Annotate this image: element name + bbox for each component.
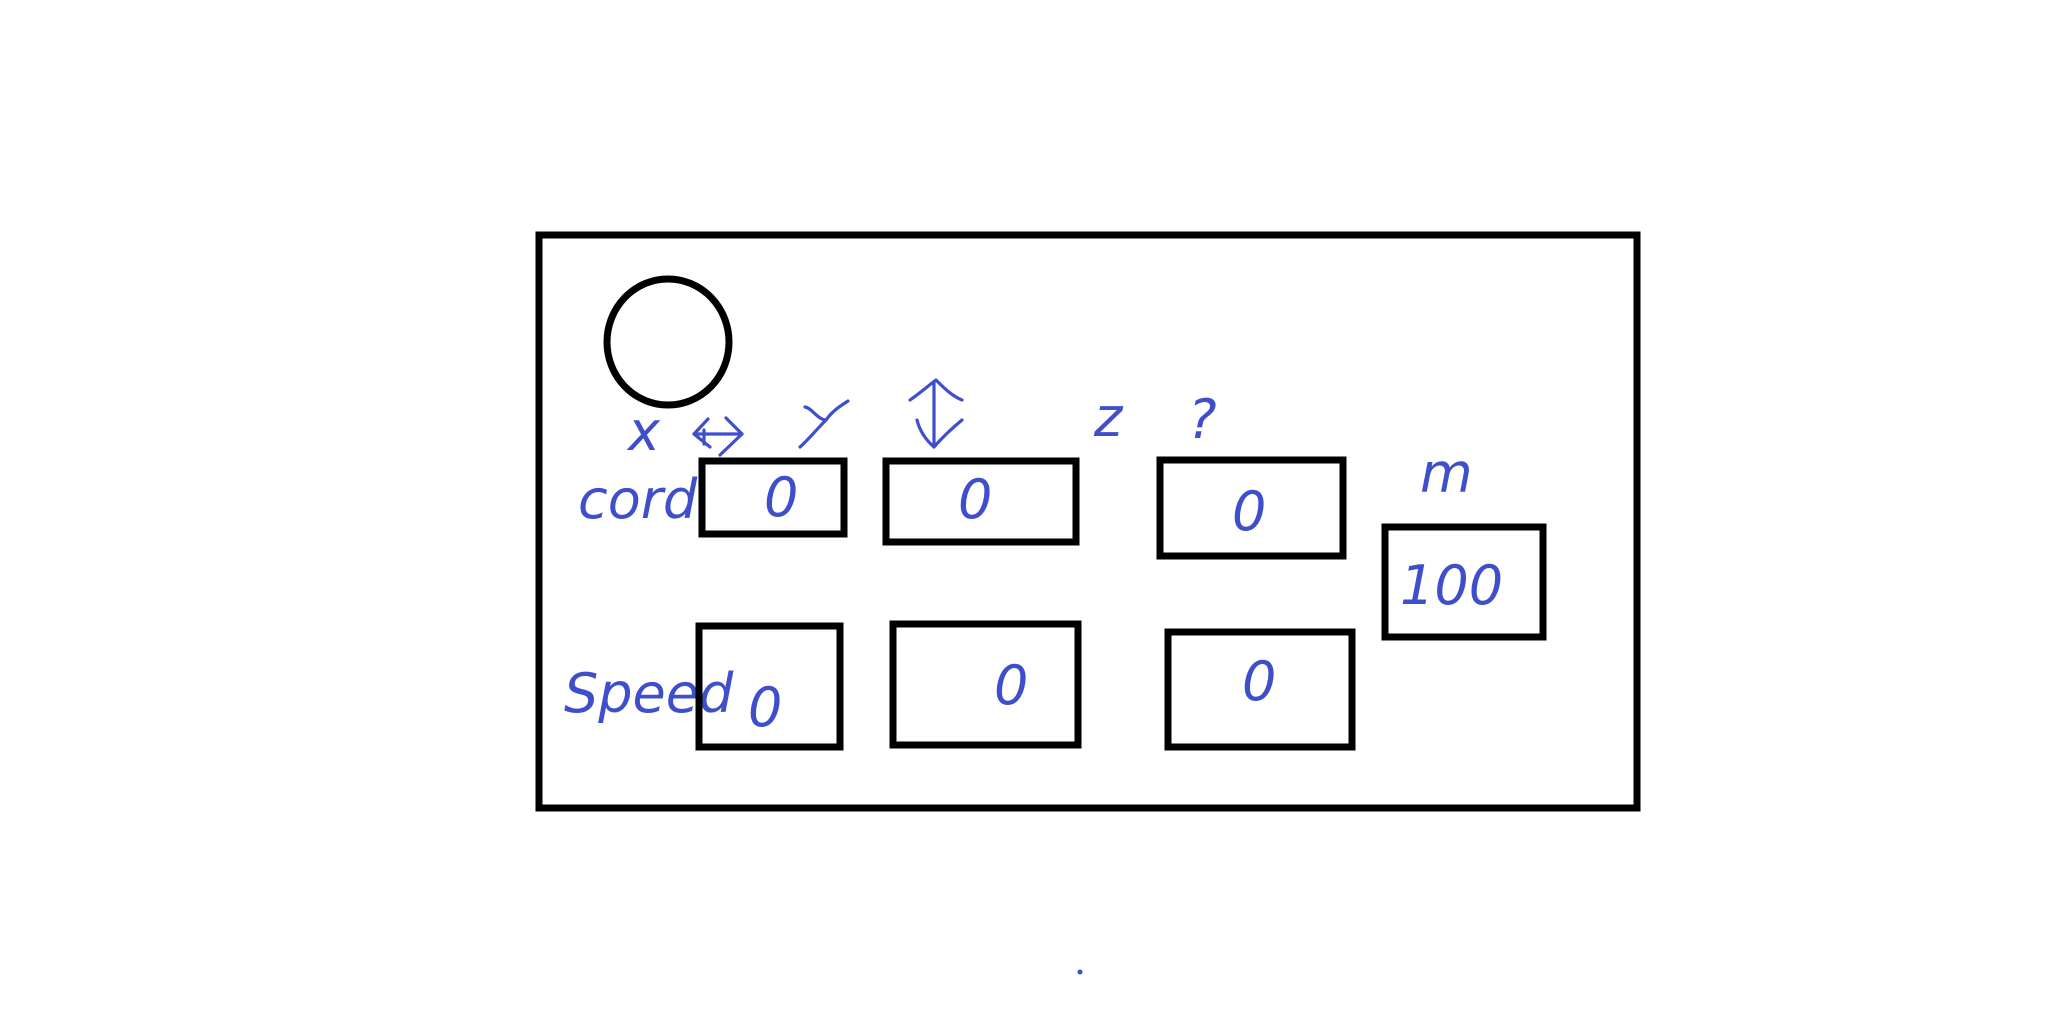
cord-y-value: 0 [958, 468, 992, 531]
speed-x-value: 0 [748, 676, 782, 739]
mass-label: m [1420, 442, 1473, 505]
stray-dot [1077, 969, 1083, 975]
cord-x-field[interactable]: 0 [698, 457, 848, 538]
y-arrow-vertical-double-arrow-icon [908, 378, 964, 449]
speed-z-value: 0 [1242, 650, 1276, 713]
ball-circle-icon [603, 275, 733, 409]
mass-value: 100 [1400, 554, 1503, 617]
speed-z-field[interactable]: 0 [1164, 628, 1356, 751]
x-arrow-horizontal-double-arrow-icon [692, 416, 744, 457]
x-axis-label: x [626, 400, 661, 463]
cord-z-value: 0 [1232, 480, 1266, 543]
y-axis-label-glyph [798, 399, 850, 449]
z-axis-label: z [1093, 386, 1124, 449]
cord-x-value: 0 [764, 466, 798, 529]
mass-field[interactable]: 100 [1381, 523, 1547, 641]
outer-frame [535, 231, 1641, 812]
speed-y-field[interactable]: 0 [889, 620, 1082, 749]
speed-row-label: Speed [564, 662, 734, 725]
cord-row-label: cord [578, 468, 698, 531]
z-question-mark: ? [1188, 388, 1217, 451]
speed-y-value: 0 [994, 654, 1028, 717]
cord-z-field[interactable]: 0 [1156, 456, 1347, 560]
speed-x-field[interactable]: 0 [695, 622, 844, 751]
cord-y-field[interactable]: 0 [882, 457, 1080, 546]
